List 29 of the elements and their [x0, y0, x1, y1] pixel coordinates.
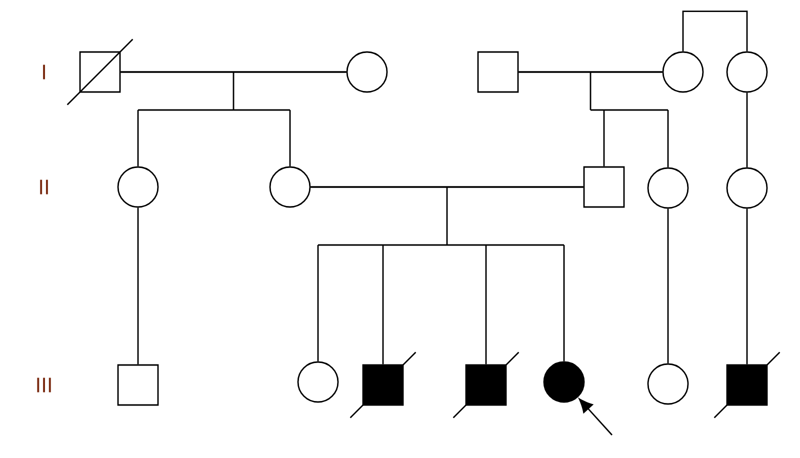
circle-symbol — [662, 51, 704, 93]
filled-circle-symbol — [543, 361, 585, 403]
circle-symbol — [269, 166, 311, 208]
generation-label: III — [37, 378, 51, 392]
circle-symbol — [117, 166, 159, 208]
circle-symbol — [346, 51, 388, 93]
square-symbol — [477, 51, 519, 93]
descent-line — [137, 208, 139, 364]
pointer-arrow — [578, 398, 613, 436]
descent-line — [667, 208, 669, 364]
square-symbol — [583, 166, 625, 208]
circle-symbol — [647, 363, 689, 405]
circle-symbol — [726, 167, 768, 209]
filled-square-symbol — [714, 352, 780, 418]
circle-symbol — [726, 51, 768, 93]
square-symbol — [117, 364, 159, 406]
generation-label: I — [43, 64, 45, 80]
descent-line — [120, 71, 348, 167]
filled-square-symbol — [452, 352, 520, 418]
generation-label: II — [40, 180, 48, 194]
circle-symbol — [647, 167, 689, 209]
square-symbol — [66, 38, 134, 106]
sibling-line — [682, 10, 748, 52]
partner-line — [310, 186, 584, 188]
descent-line — [746, 92, 748, 168]
filled-square-symbol — [350, 352, 416, 418]
descent-line — [746, 208, 748, 364]
descent-line — [518, 71, 669, 168]
circle-symbol — [297, 361, 339, 403]
